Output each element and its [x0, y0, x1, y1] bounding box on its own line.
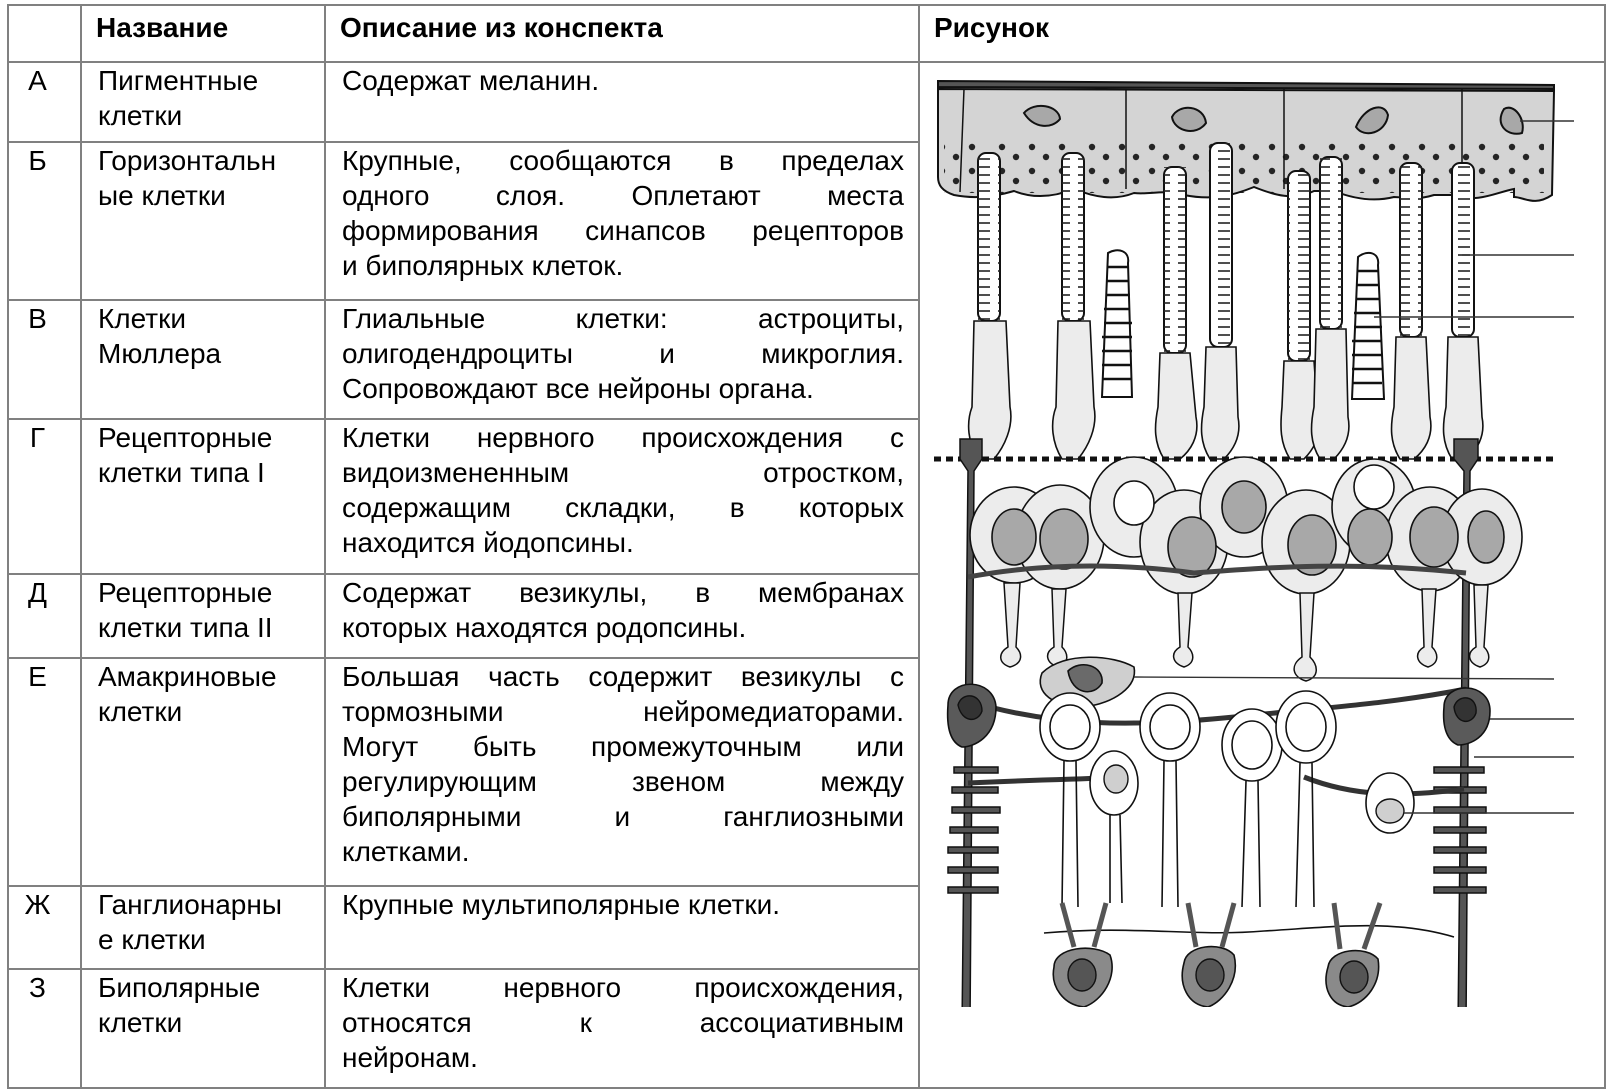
cell-description: Содержат меланин.: [324, 61, 920, 143]
name-line: Мюллера: [98, 338, 222, 369]
desc-line: Крупные мультиполярные клетки.: [342, 889, 780, 920]
outer-plexiform-fibers: [967, 563, 1467, 580]
table-row: Е Амакриновые клетки Большая часть содер…: [7, 657, 1605, 887]
name-line: клетки типа II: [98, 612, 273, 643]
table-row: В Клетки Мюллера Глиальные клетки: астро…: [7, 299, 1605, 420]
cell-description: Крупные, сообщаются в пределах одного сл…: [324, 141, 920, 301]
cone-outer-segments: [1100, 249, 1386, 400]
table-row: Б Горизонтальн ые клетки Крупные, сообща…: [7, 141, 1605, 301]
cell-description: Глиальные клетки: астроциты, олигодендро…: [324, 299, 920, 420]
outer-nuclear-layer: [969, 456, 1523, 682]
cell-name: Рецепторные клетки типа I: [80, 418, 326, 575]
desc-line: Сопровождают все нейроны органа.: [342, 373, 814, 404]
cell-description: Содержат везикулы, в мембранах которых н…: [324, 573, 920, 659]
row-letter: Б: [7, 141, 82, 301]
desc-line: одного слоя. Оплетают места: [342, 180, 904, 211]
desc-line: регулирующим звеном между: [342, 766, 904, 797]
rod-outer-segments: [977, 142, 1475, 362]
header-description: Описание из конспекта: [324, 4, 920, 63]
desc-line: нейронам.: [342, 1042, 478, 1073]
photoreceptor-inner-segments: [967, 320, 1484, 460]
desc-line: видоизмененным отростком,: [342, 457, 904, 488]
desc-line: Содержат везикулы, в мембранах: [342, 577, 904, 608]
name-line: клетки: [98, 696, 183, 727]
desc-line: клетками.: [342, 836, 470, 867]
bipolar-cells: [1039, 690, 1415, 908]
desc-line: Содержат меланин.: [342, 65, 600, 96]
desc-line: формирования синапсов рецепторов: [342, 215, 904, 246]
table-row: Ж Ганглионарны е клетки Крупные мультипо…: [7, 885, 1605, 970]
row-letter: В: [7, 299, 82, 420]
desc-line: Клетки нервного происхождения с: [342, 422, 904, 453]
row-letter: Е: [7, 657, 82, 887]
cell-name: Клетки Мюллера: [80, 299, 326, 420]
name-line: е клетки: [98, 924, 206, 955]
row-letter: А: [7, 61, 82, 143]
cell-name: Горизонтальн ые клетки: [80, 141, 326, 301]
row-letter: Д: [7, 573, 82, 659]
desc-line: содержащим складки, в которых: [342, 492, 904, 523]
name-line: Пигментные: [98, 65, 259, 96]
retina-diagram: [934, 79, 1574, 1007]
picture-cell: [918, 61, 1606, 1089]
desc-line: Могут быть промежуточным или: [342, 731, 904, 762]
desc-line: Клетки нервного происхождения,: [342, 972, 904, 1003]
name-line: Клетки: [98, 303, 187, 334]
ganglion-cells: [1052, 902, 1383, 1007]
desc-line: Глиальные клетки: астроциты,: [342, 303, 904, 334]
header-row: Название Описание из конспекта Рисунок: [7, 4, 1606, 63]
label-pointer-lines: [1374, 120, 1574, 814]
name-line: Амакриновые: [98, 661, 277, 692]
row-letter: З: [7, 968, 82, 1089]
desc-line: биполярными и ганглиозными: [342, 801, 904, 832]
name-line: ые клетки: [98, 180, 226, 211]
desc-line: Большая часть содержит везикулы с: [342, 661, 904, 692]
header-picture: Рисунок: [918, 4, 1606, 63]
cell-description: Крупные мультиполярные клетки.: [324, 885, 920, 970]
row-letter: Ж: [7, 885, 82, 970]
inner-plexiform-layer: [1043, 924, 1455, 938]
cell-description: Большая часть содержит везикулы с тормоз…: [324, 657, 920, 887]
table-row: Г Рецепторные клетки типа I Клетки нервн…: [7, 418, 1605, 575]
name-line: клетки: [98, 1007, 183, 1038]
name-line: Горизонтальн: [98, 145, 277, 176]
desc-line: находится йодопсины.: [342, 527, 634, 558]
table-row: Д Рецепторные клетки типа II Содержат ве…: [7, 573, 1605, 659]
desc-line: тормозными нейромедиаторами.: [342, 696, 904, 727]
header-letter: [7, 4, 82, 63]
name-line: Биполярные: [98, 972, 261, 1003]
desc-line: и биполярных клеток.: [342, 250, 624, 281]
cell-description: Клетки нервного происхождения с видоизме…: [324, 418, 920, 575]
header-name: Название: [80, 4, 326, 63]
name-line: Рецепторные: [98, 577, 273, 608]
desc-line: олигодендроциты и микроглия.: [342, 338, 904, 369]
amacrine-nuclei: [1103, 764, 1405, 824]
row-letter: Г: [7, 418, 82, 575]
desc-line: Крупные, сообщаются в пределах: [342, 145, 904, 176]
cell-name: Биполярные клетки: [80, 968, 326, 1089]
cell-name: Амакриновые клетки: [80, 657, 326, 887]
name-line: Ганглионарны: [98, 889, 282, 920]
name-line: клетки: [98, 100, 183, 131]
cell-name: Рецепторные клетки типа II: [80, 573, 326, 659]
cell-name: Пигментные клетки: [80, 61, 326, 143]
cell-types-table: Название Описание из конспекта Рисунок А…: [7, 4, 1606, 1089]
name-line: клетки типа I: [98, 457, 265, 488]
desc-line: относятся к ассоциативным: [342, 1007, 904, 1038]
table-row: З Биполярные клетки Клетки нервного прои…: [7, 968, 1605, 1089]
dark-amacrine-cells: [946, 683, 1491, 748]
cell-description: Клетки нервного происхождения, относятся…: [324, 968, 920, 1089]
desc-line: которых находятся родопсины.: [342, 612, 747, 643]
name-line: Рецепторные: [98, 422, 273, 453]
table-row: А Пигментные клетки Содержат меланин.: [7, 61, 1606, 1089]
cell-name: Ганглионарны е клетки: [80, 885, 326, 970]
